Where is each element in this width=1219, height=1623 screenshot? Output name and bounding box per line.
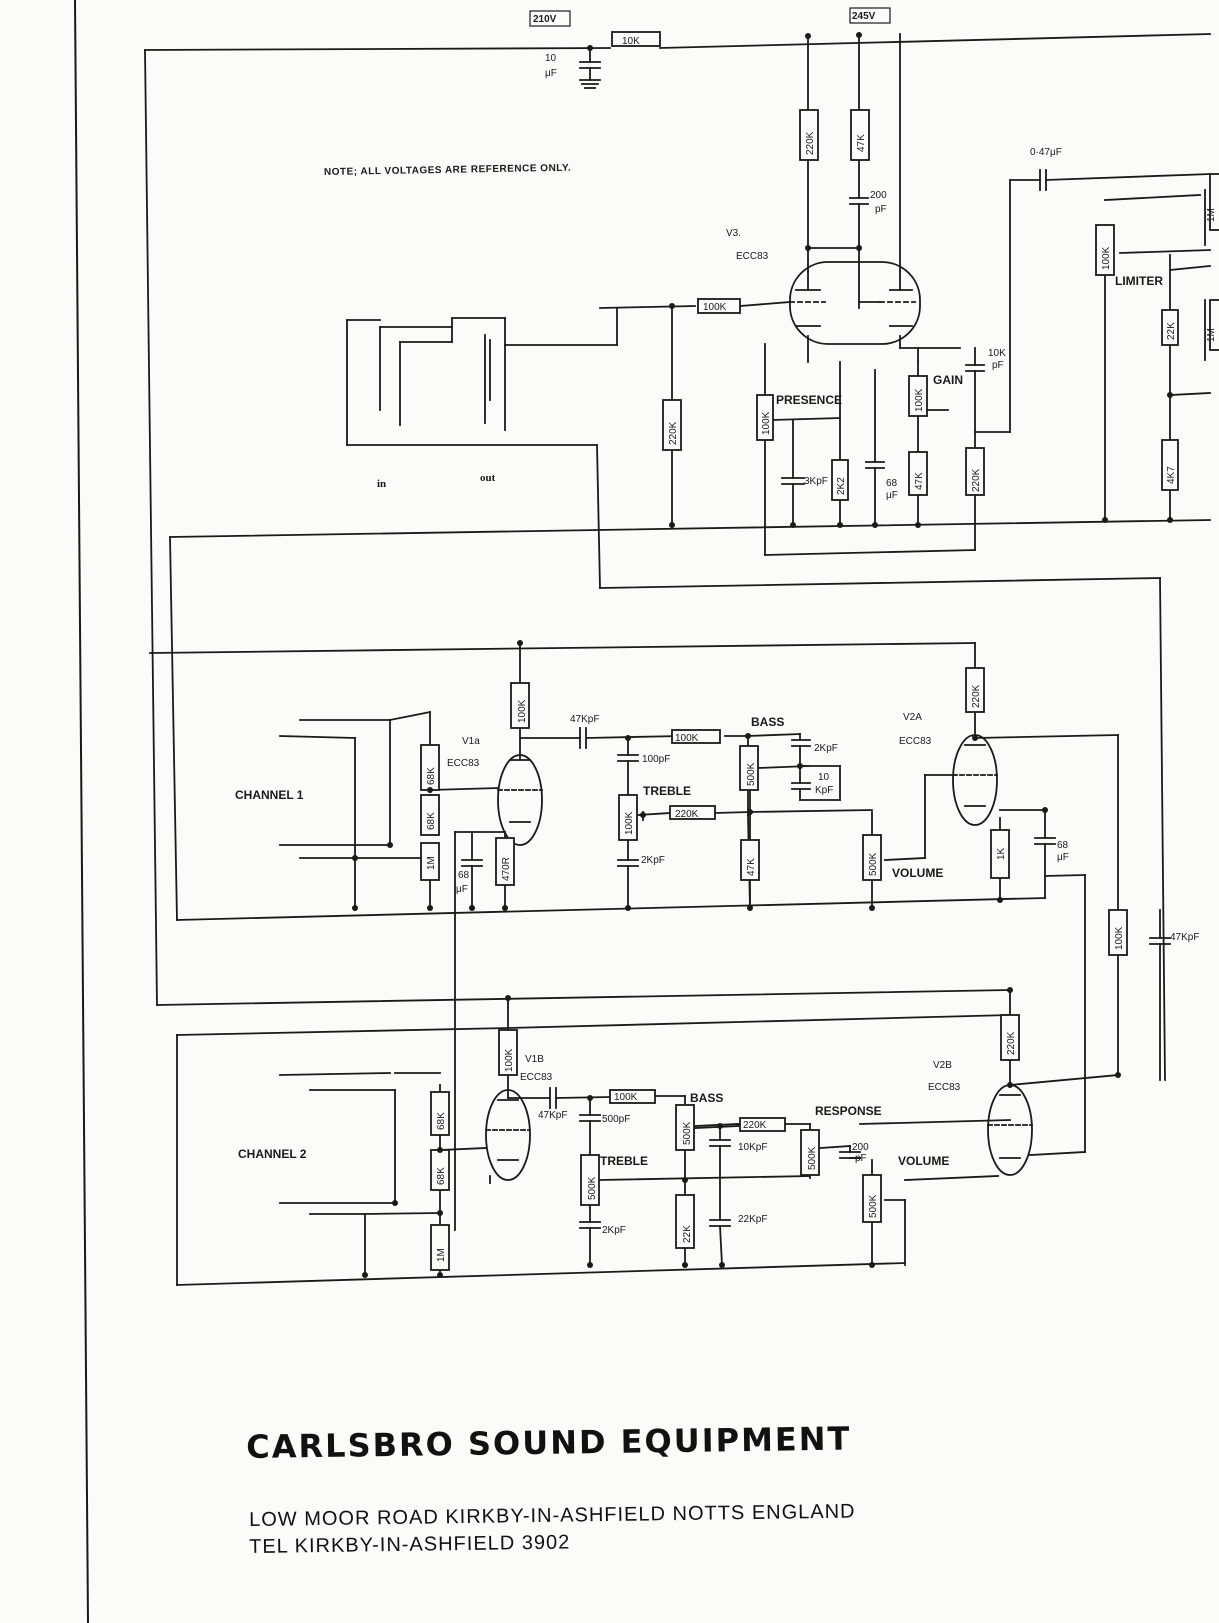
- label-c200pf-response-unit: pF: [855, 1153, 867, 1164]
- label-c10kpf-gain: 10K: [988, 348, 1006, 359]
- label-r500k-response: 500K: [807, 1146, 818, 1170]
- label-r100k-v1a: 100K: [517, 699, 528, 723]
- label-r1m-limiter-b: 1M: [1206, 328, 1217, 342]
- label-10uf: 10: [545, 53, 557, 64]
- label-c10kpf-bass1-unit: KpF: [815, 785, 833, 796]
- label-r220k-grid: 220K: [668, 421, 679, 445]
- label-r4k7: 4K7: [1166, 466, 1177, 484]
- label-r22k-limiter: 22K: [1166, 322, 1177, 340]
- label-r220k-v3: 220K: [805, 131, 816, 155]
- valve-v3: V3.: [726, 228, 741, 239]
- label-volume2: VOLUME: [898, 1154, 949, 1168]
- label-bass2: BASS: [690, 1091, 723, 1105]
- label-r68k-d: 68K: [436, 1167, 447, 1185]
- label-r1k: 1K: [996, 847, 1007, 860]
- label-c68uf-v2a-unit: μF: [1057, 852, 1069, 863]
- label-c10kpf-bass1: 10: [818, 772, 830, 783]
- label-10uf-unit: μF: [545, 68, 557, 79]
- label-out: out: [480, 472, 496, 484]
- valve-v1b-type: ECC83: [520, 1072, 553, 1083]
- label-c68uf-v2a: 68: [1057, 840, 1069, 851]
- label-response: RESPONSE: [815, 1104, 882, 1118]
- label-c200pf: 200: [870, 190, 887, 201]
- label-r100k-fb: 100K: [1114, 926, 1125, 950]
- label-limiter: LIMITER: [1115, 274, 1163, 288]
- label-c47kpf-a: 47KpF: [570, 714, 599, 725]
- label-r100k-tone2: 100K: [614, 1092, 638, 1103]
- label-r470r: 470R: [501, 857, 512, 881]
- label-c68uf-ch1-unit: μF: [456, 884, 468, 895]
- label-c47kpf-right: 47KpF: [1170, 932, 1199, 943]
- label-c10kpf-tone2: 10KpF: [738, 1142, 767, 1153]
- label-r47k-tone1: 47K: [746, 858, 757, 876]
- label-c22kpf: 22KpF: [738, 1214, 767, 1225]
- label-r22k-tone2: 22K: [682, 1225, 693, 1243]
- label-r68k-b: 68K: [426, 812, 437, 830]
- label-r68k-a: 68K: [426, 767, 437, 785]
- label-channel-1: CHANNEL 1: [235, 788, 304, 802]
- label-r47k-gain: 47K: [914, 472, 925, 490]
- label-c100pf: 100pF: [642, 754, 670, 765]
- label-r100k-v3grid: 100K: [703, 302, 727, 313]
- label-c10kpf-gain-unit: pF: [992, 360, 1004, 371]
- label-r500k-vol1: 500K: [868, 852, 879, 876]
- label-c68uf-ch1: 68: [458, 870, 470, 881]
- label-10k-top: 10K: [622, 36, 640, 47]
- voltages-note: NOTE; ALL VOLTAGES ARE REFERENCE ONLY.: [324, 163, 572, 178]
- label-r47k-v3: 47K: [856, 134, 867, 152]
- valve-v2b-type: ECC83: [928, 1082, 961, 1093]
- valve-v2a: V2A: [903, 712, 922, 723]
- label-r220k-treble1: 220K: [675, 809, 699, 820]
- label-r100k-v1b: 100K: [504, 1048, 515, 1072]
- label-channel-2: CHANNEL 2: [238, 1147, 307, 1161]
- valve-v2a-type: ECC83: [899, 736, 932, 747]
- valve-v1a-type: ECC83: [447, 758, 480, 769]
- voltage-ref-210v: 210V: [533, 14, 557, 25]
- label-r1m-limiter-a: 1M: [1206, 208, 1217, 222]
- label-c047uf: 0·47μF: [1030, 147, 1062, 158]
- label-c47kpf-b: 47KpF: [538, 1110, 567, 1121]
- label-treble2: TREBLE: [600, 1154, 648, 1168]
- label-bass1: BASS: [751, 715, 784, 729]
- label-r500k-vol2: 500K: [868, 1194, 879, 1218]
- label-r100k-treble1: 100K: [624, 811, 635, 835]
- label-r220k-v2a: 220K: [971, 684, 982, 708]
- label-volume1: VOLUME: [892, 866, 943, 880]
- label-r220k-gain: 220K: [971, 468, 982, 492]
- valve-v3-type: ECC83: [736, 251, 769, 262]
- label-c2kpf-treble2: 2KpF: [602, 1225, 626, 1236]
- label-c200pf-response: 200: [852, 1142, 869, 1153]
- valve-v1a: V1a: [462, 736, 480, 747]
- label-r68k-c: 68K: [436, 1112, 447, 1130]
- label-r100k-limiter: 100K: [1101, 246, 1112, 270]
- label-r100k-gain: 100K: [914, 388, 925, 412]
- label-gain: GAIN: [933, 373, 963, 387]
- label-c200pf-unit: pF: [875, 204, 887, 215]
- label-r500k-bass1: 500K: [746, 762, 757, 786]
- label-c68uf-v3: 68: [886, 478, 898, 489]
- label-r100k-tone1: 100K: [675, 733, 699, 744]
- company-telephone: TEL KIRKBY-IN-ASHFIELD 3902: [249, 1531, 571, 1558]
- label-r100k-presence: 100K: [761, 411, 772, 435]
- label-c500pf: 500pF: [602, 1114, 630, 1125]
- label-r500k-bass2: 500K: [682, 1121, 693, 1145]
- label-treble1: TREBLE: [643, 784, 691, 798]
- label-c2kpf-treble1: 2KpF: [641, 855, 665, 866]
- label-c3kpf: 3KpF: [804, 476, 828, 487]
- label-r1m-ch1: 1M: [426, 856, 437, 870]
- label-c2kpf-bass1: 2KpF: [814, 743, 838, 754]
- voltage-ref-245v: 245V: [852, 11, 876, 22]
- valve-v2b: V2B: [933, 1060, 952, 1071]
- label-c68uf-v3-unit: μF: [886, 490, 898, 501]
- label-r2k2: 2K2: [836, 477, 847, 495]
- label-r220k-v2b: 220K: [1006, 1031, 1017, 1055]
- label-presence: PRESENCE: [776, 393, 842, 407]
- label-r1m-ch2: 1M: [436, 1248, 447, 1262]
- label-r500k-treble2: 500K: [587, 1176, 598, 1200]
- label-r220k-tone2: 220K: [743, 1120, 767, 1131]
- label-in: in: [377, 478, 386, 490]
- valve-v1b: V1B: [525, 1054, 544, 1065]
